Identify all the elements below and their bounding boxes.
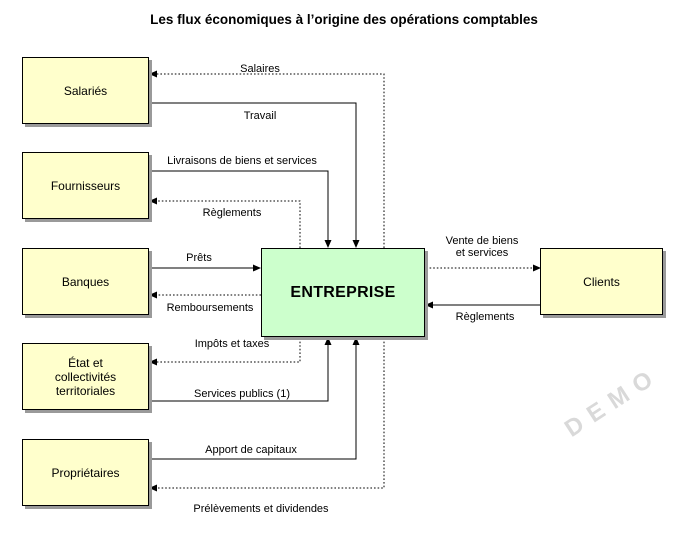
node-banques: Banques xyxy=(22,248,149,315)
node-proprietaires: Propriétaires xyxy=(22,439,149,506)
node-etat: État et collectivités territoriales xyxy=(22,343,149,410)
arrow-livraisons xyxy=(150,170,332,248)
label-reglements-fournisseurs: Règlements xyxy=(202,207,262,219)
arrow-services-publics xyxy=(150,337,332,402)
label-travail: Travail xyxy=(243,110,277,122)
label-apport: Apport de capitaux xyxy=(205,444,297,456)
label-livraisons: Livraisons de biens et services xyxy=(167,155,317,167)
label-prets: Prêts xyxy=(186,252,212,264)
arrow-salaires xyxy=(149,70,385,248)
node-salaries: Salariés xyxy=(22,57,149,124)
label-salaires: Salaires xyxy=(240,63,280,75)
arrow-prelevements xyxy=(149,338,385,492)
label-reglements-clients: Règlements xyxy=(455,311,515,323)
label-vente: Vente de biens et services xyxy=(445,235,519,259)
arrow-travail xyxy=(150,102,360,248)
node-clients: Clients xyxy=(540,248,663,315)
label-services-publics: Services publics (1) xyxy=(194,388,290,400)
arrow-apport xyxy=(150,337,360,460)
label-prelevements: Prélèvements et dividendes xyxy=(193,503,329,515)
arrow-reglements-fournisseurs xyxy=(149,197,301,248)
label-remboursements: Remboursements xyxy=(166,302,254,314)
node-entreprise: ENTREPRISE xyxy=(261,248,425,337)
node-fournisseurs: Fournisseurs xyxy=(22,152,149,219)
diagram-title: Les flux économiques à l’origine des opé… xyxy=(150,12,538,27)
arrow-impots xyxy=(149,338,301,366)
label-impots: Impôts et taxes xyxy=(194,338,270,350)
